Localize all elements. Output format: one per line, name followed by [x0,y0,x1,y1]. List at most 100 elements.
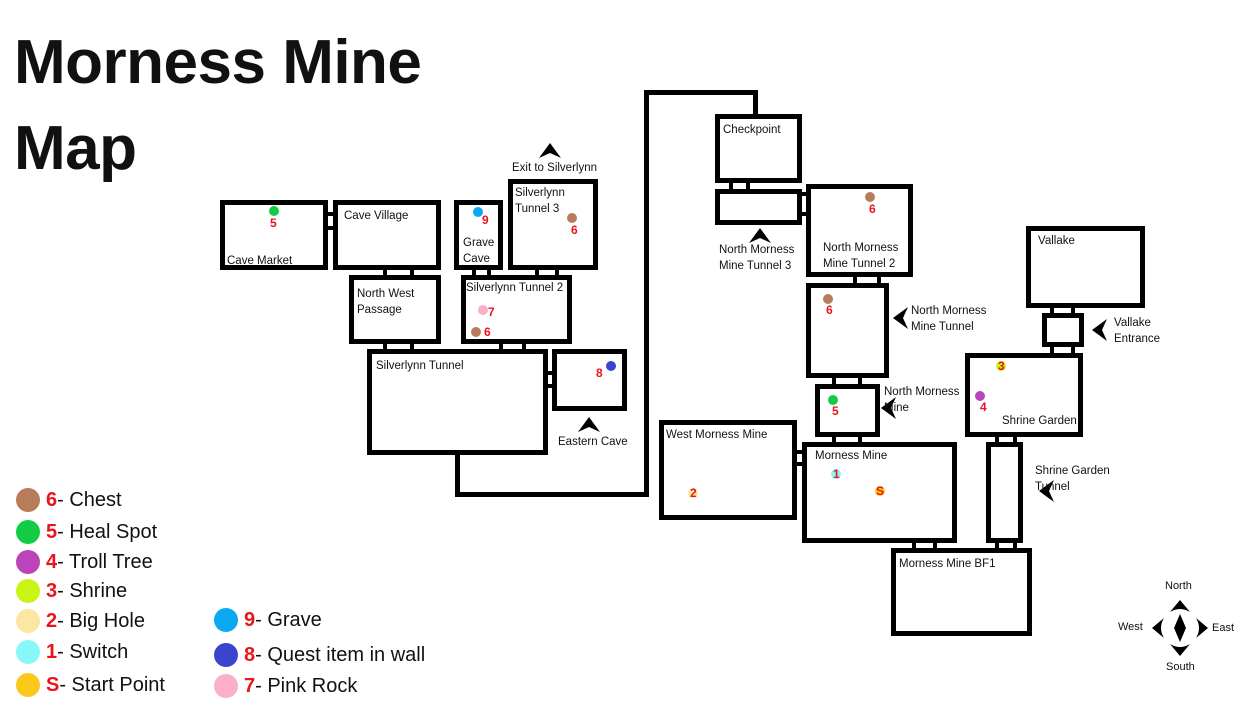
room-north-morness-mine-tunnel-2: North Morness Mine Tunnel 2 [806,184,913,277]
quest-swatch [214,643,238,667]
room-label: Silverlynn Tunnel [376,360,464,372]
corridor [644,90,649,497]
compass-east: East [1212,622,1235,634]
shrine-swatch [16,579,40,603]
connector [555,268,559,277]
room-label: Vallake [1038,235,1075,247]
room-shrine-garden-tunnel [986,442,1023,543]
marker-number: S [876,484,885,498]
connector [1013,435,1017,444]
room-label: Checkpoint [723,124,781,136]
legend-number: S [46,673,60,696]
connector [410,268,414,277]
map-title-line-2: Map [14,114,137,183]
legend-number: 8 [244,643,256,666]
troll-swatch [16,550,40,574]
arrow-left-icon [881,397,896,419]
room-label: Shrine Garden [1002,415,1077,427]
room-label: Silverlynn Tunnel 2 [466,282,564,294]
room-label: North West Passage [357,288,415,316]
corridor [753,90,758,116]
legend-shrine: 3- Shrine [16,579,127,603]
legend-number: 5 [46,520,58,543]
room-north-west-passage: North West Passage [349,275,441,344]
marker-number: 5 [270,216,277,230]
room-label: Cave Village [344,210,409,222]
hole-swatch [16,609,40,633]
legend-text: - Shrine [57,579,128,602]
room-cave-village: Cave Village [333,200,441,270]
eastern-cave-label: Eastern Cave [558,436,628,448]
vallake-entrance-label: Vallake Entrance [1114,317,1161,345]
marker-number: 6 [869,202,876,216]
connector [1071,345,1075,355]
connector [1050,345,1054,355]
compass-south: South [1166,661,1195,673]
connector [1050,306,1054,315]
connector [499,342,503,351]
pink-rock-marker [478,305,488,315]
room-west-morness-mine: West Morness Mine [659,420,797,520]
north-morness-mine-label: North Morness Mine [884,386,960,414]
heal-spot-marker [269,206,279,216]
start-swatch [16,673,40,697]
connector [832,376,836,386]
troll-tree-marker [975,391,985,401]
switch-marker [831,469,841,479]
arrow-up-icon [578,417,600,432]
legend-number: 1 [46,640,58,663]
legend-text: - Grave [255,608,322,631]
legend-quest-item: 8 - Quest item in wall [214,643,425,667]
connector [729,181,733,191]
connector [800,212,808,216]
pink-swatch [214,674,238,698]
room-north-morness-mine-tunnel [806,283,889,378]
connector [877,275,881,285]
room-vallake-entrance [1042,313,1084,347]
room-vallake: Vallake [1026,226,1145,308]
connector [912,541,916,550]
connector [546,371,554,375]
legend-number: 9 [244,608,256,631]
chest-marker [865,192,875,202]
exit-to-silverlynn-label: Exit to Silverlynn [512,162,598,174]
connector [853,275,857,285]
chest-swatch [16,488,40,512]
connector [858,376,862,386]
big-hole-marker [688,488,698,498]
connector [522,342,526,351]
connector [995,541,999,550]
room-silverlynn-tunnel-3: Silverlynn Tunnel 3 [508,179,598,270]
legend-switch: 1- Switch [16,640,128,664]
grave-marker [473,207,483,217]
heal-swatch [16,520,40,544]
arrow-up-icon [749,228,771,243]
connector [546,384,554,388]
connector [795,450,804,454]
room-label: Morness Mine [815,450,888,462]
room-eastern-cave [552,349,627,411]
shrine-marker [996,361,1006,371]
marker-number: 4 [980,400,987,414]
arrow-up-icon [539,143,561,158]
legend-text: - Start Point [59,673,165,696]
room-label: Cave Market [227,255,293,267]
marker-number: 9 [482,213,489,227]
connector [383,268,387,277]
connector [858,435,862,444]
room-north-morness-mine-tunnel-3 [715,189,802,225]
marker-number: 7 [488,305,495,319]
marker-number: 6 [484,325,491,339]
legend-text: - Big Hole [57,609,145,632]
room-label: North Morness Mine Tunnel 2 [823,242,899,270]
chest-marker [567,213,577,223]
connector [795,462,804,466]
legend-text: - Quest item in wall [255,643,426,666]
connector [746,181,750,191]
legend-heal-spot: 5- Heal Spot [16,520,157,544]
compass-west: West [1118,621,1143,633]
room-grave-cave: Grave Cave [454,200,503,270]
legend-number: 6 [46,488,58,511]
corridor [644,90,757,95]
